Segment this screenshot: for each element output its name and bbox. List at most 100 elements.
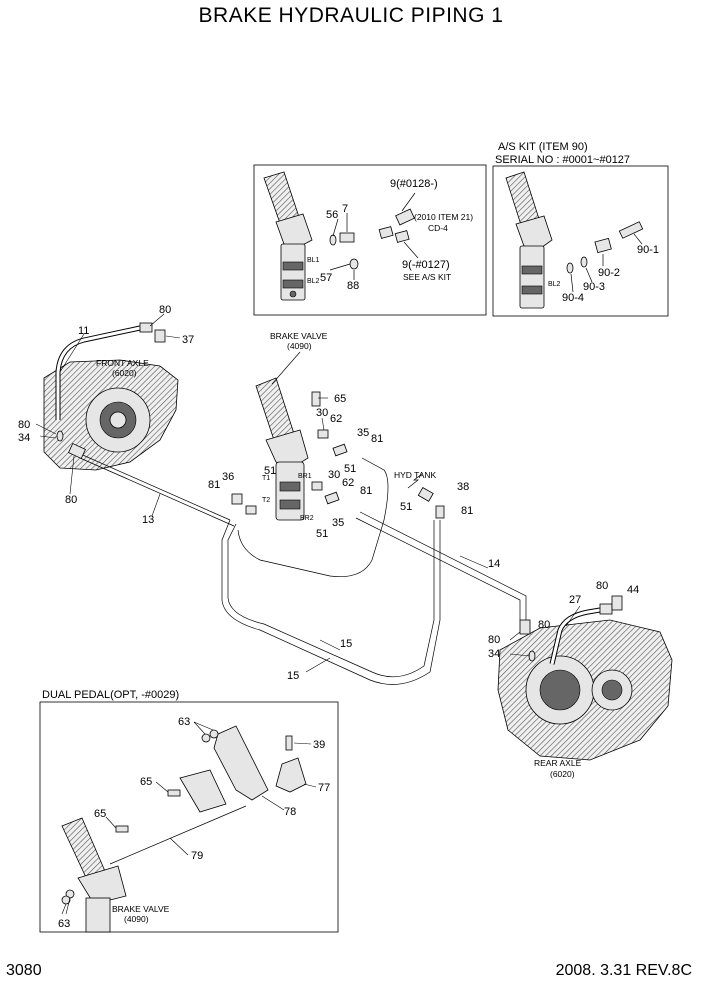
inset-pedal-frame (253, 164, 487, 316)
label-51-lower: 51 (316, 528, 328, 540)
brake-valve-drawing (255, 377, 309, 521)
label-80-rear: 80 (488, 634, 500, 646)
front-axle-ref: (6020) (112, 368, 137, 378)
dual-pedal-heading: DUAL PEDAL(OPT, -#0029) (42, 689, 179, 701)
front-axle-label: FRONT AXLE (96, 358, 149, 368)
inset-dual-pedal: DUAL PEDAL(OPT, -#0029) (39, 689, 339, 933)
bolt-65-a (167, 789, 181, 797)
label-80-rear-top: 80 (596, 580, 608, 592)
label-13: 13 (142, 514, 154, 526)
label-77: 77 (318, 782, 330, 794)
label-79: 79 (191, 850, 203, 862)
pipe-14 (355, 517, 521, 620)
rear-axle-label: REAR AXLE (534, 758, 582, 768)
page-number: 3080 (6, 962, 42, 979)
dual-pedal-frame (39, 701, 339, 933)
label-44: 44 (627, 584, 639, 596)
label-2010-item21: (2010 ITEM 21) (414, 212, 473, 222)
as-kit-port-bl2: BL2 (548, 281, 561, 288)
label-62-upper: 62 (330, 413, 342, 425)
bracket-77 (275, 757, 307, 793)
fitting-80-top (139, 322, 153, 333)
rear-axle-drawing (497, 619, 673, 761)
fitting-36 (245, 505, 257, 515)
label-65-lower: 65 (94, 808, 106, 820)
leader-lines (35, 313, 581, 673)
as-kit-frame (492, 165, 669, 317)
port-label-bl1: BL1 (307, 257, 320, 264)
fitting-30-lower (311, 481, 323, 491)
fitting-80-rear-top (599, 603, 613, 615)
label-39: 39 (313, 739, 325, 751)
fitting-37 (154, 329, 166, 343)
lever-arm (179, 769, 227, 813)
label-80-rear-mid: 80 (538, 619, 550, 631)
label-80-top: 80 (159, 304, 171, 316)
as-kit-serial: SERIAL NO : #0001~#0127 (495, 154, 630, 166)
label-7: 7 (342, 203, 348, 215)
part-9-sensor-early (394, 230, 410, 243)
fitting-62-lower (324, 491, 340, 505)
rear-axle-ref: (6020) (550, 769, 575, 779)
part-90-4-washer (566, 262, 574, 274)
label-51-valve: 51 (264, 465, 276, 477)
part-90-1-connector (618, 221, 644, 239)
pedal-valve-as-kit-drawing (505, 171, 553, 309)
front-axle-drawing (43, 359, 179, 471)
label-35-upper: 35 (357, 427, 369, 439)
inset-as-kit: A/S KIT (ITEM 90) SERIAL NO : #0001~#012… (492, 141, 669, 317)
label-62-lower: 62 (342, 477, 354, 489)
brake-valve-label: BRAKE VALVE (270, 331, 328, 341)
part-9-connector (395, 208, 415, 226)
label-34-rear: 34 (488, 648, 500, 660)
label-37: 37 (182, 334, 194, 346)
bracket-78 (213, 725, 269, 801)
label-78: 78 (284, 806, 296, 818)
date-revision: 2008. 3.31 REV.8C (555, 962, 692, 979)
inset-pedal-detail: BL1 BL2 56 7 57 88 9(#0128-) (2010 ITEM … (253, 164, 487, 316)
bolt-65-b (115, 825, 129, 833)
label-9-late: 9(#0128-) (390, 178, 438, 190)
nut-63-a (201, 733, 211, 743)
label-88: 88 (347, 280, 359, 292)
port-label-bl2: BL2 (307, 278, 320, 285)
fitting-81-left (231, 493, 243, 505)
label-81-lower: 81 (360, 485, 372, 497)
label-65: 65 (334, 393, 346, 405)
hyd-tank-label: HYD TANK (394, 470, 437, 480)
port-br1: BR1 (298, 473, 312, 480)
label-63-lower: 63 (58, 918, 70, 930)
label-90-3: 90-3 (583, 281, 605, 293)
dual-brake-valve-ref: (4090) (124, 914, 149, 924)
part-90-2-sensor (594, 237, 612, 254)
part-56-washer (329, 234, 337, 246)
part-7-fitting (339, 232, 355, 243)
as-kit-heading: A/S KIT (ITEM 90) (498, 141, 588, 153)
washer-34-front (56, 430, 64, 442)
label-15-upper: 15 (340, 638, 352, 650)
fitting-30-upper (317, 429, 329, 439)
label-36: 36 (222, 471, 234, 483)
fitting-80-front (68, 442, 86, 460)
label-90-2: 90-2 (598, 267, 620, 279)
label-see-as-kit: SEE A/S KIT (403, 272, 451, 282)
label-63-upper: 63 (178, 716, 190, 728)
label-56: 56 (326, 209, 338, 221)
label-80-left: 80 (18, 419, 30, 431)
fitting-80-rear (519, 619, 531, 635)
label-cd4: CD-4 (428, 223, 448, 233)
label-57: 57 (320, 272, 332, 284)
label-30-upper: 30 (316, 407, 328, 419)
label-90-1: 90-1 (637, 244, 659, 256)
label-15-lower: 15 (287, 670, 299, 682)
part-90-3-washer (580, 256, 588, 268)
fitting-62-upper (332, 443, 348, 457)
label-81-upper: 81 (371, 433, 383, 445)
bolt-65 (311, 391, 321, 407)
part-57-washer (349, 258, 359, 270)
label-35-lower: 35 (332, 517, 344, 529)
dual-brake-valve-label: BRAKE VALVE (112, 904, 170, 914)
label-81-left: 81 (208, 479, 220, 491)
label-14: 14 (488, 558, 500, 570)
